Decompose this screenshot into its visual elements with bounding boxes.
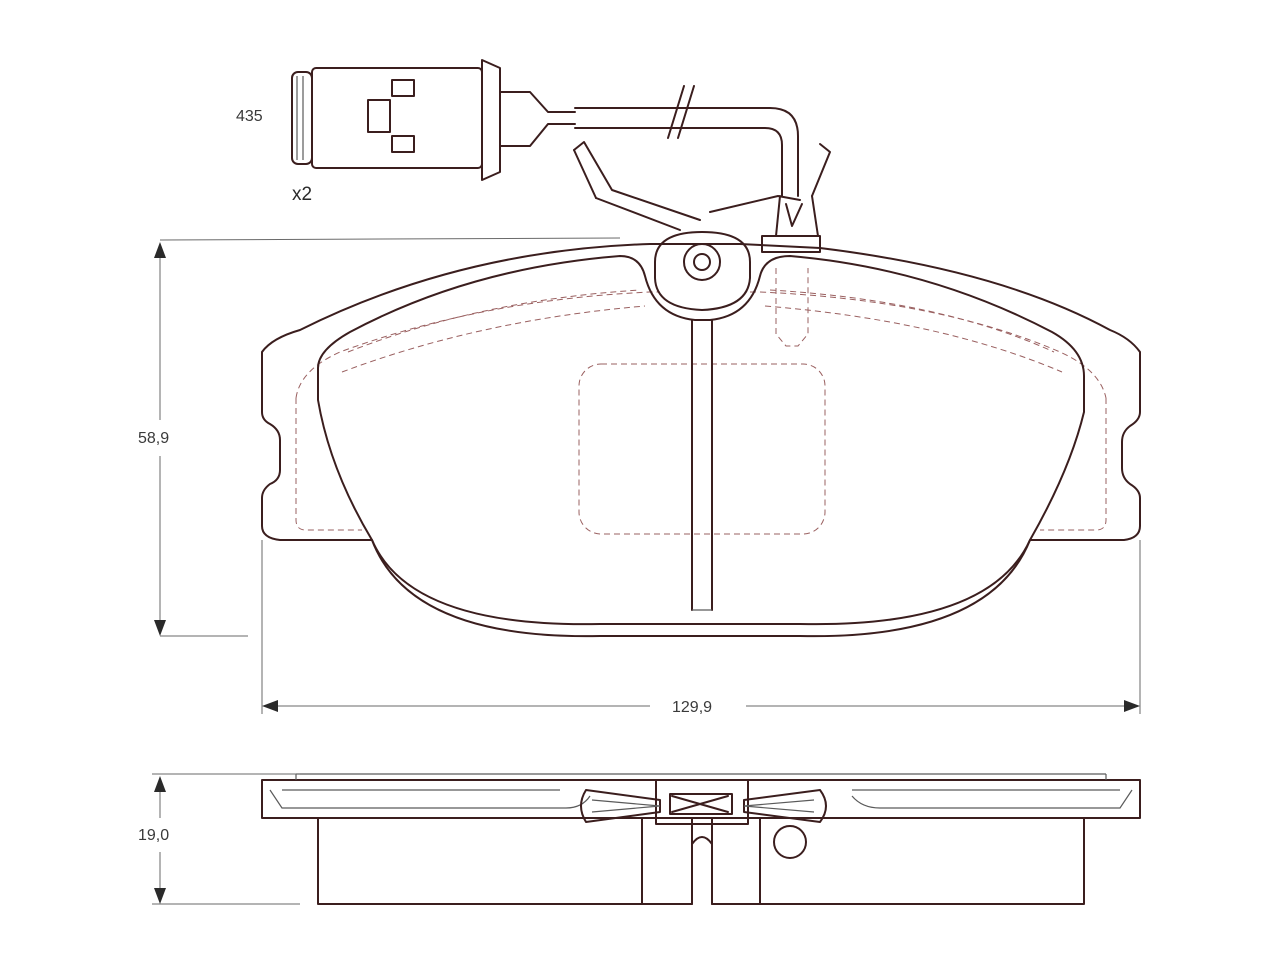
height-dimension: 58,9: [138, 237, 621, 637]
sensor-mount: [654, 231, 751, 311]
side-backing-plate: [261, 773, 1141, 819]
pad-front-view: [261, 231, 1141, 638]
friction-recess: [578, 363, 826, 535]
thickness-label: 19,0: [138, 827, 169, 844]
thickness-dimension: 19,0: [138, 773, 300, 905]
sensor-clip: [573, 141, 831, 253]
center-groove: [691, 319, 713, 611]
wear-sensor: 435 x2: [236, 59, 831, 253]
quantity-label: x2: [292, 184, 312, 205]
backing-plate: [261, 243, 1141, 638]
side-friction-material: [317, 817, 1085, 905]
height-label: 58,9: [138, 430, 169, 447]
width-dimension: 129,9: [261, 540, 1141, 716]
side-spring-clip: [580, 779, 827, 825]
sensor-wire: [499, 85, 799, 197]
pad-side-view: [261, 773, 1141, 905]
wire-length-label: 435: [236, 108, 263, 125]
sensor-connector: [291, 59, 501, 181]
friction-material: [317, 255, 1085, 626]
width-label: 129,9: [672, 699, 712, 716]
